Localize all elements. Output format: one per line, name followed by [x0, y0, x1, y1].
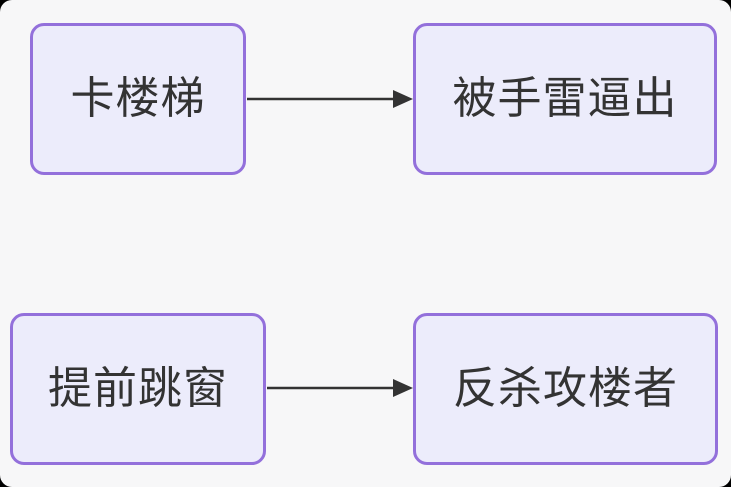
node-label: 卡楼梯 [70, 74, 206, 123]
node-tiqian-tiaochuang: 提前跳窗 [10, 313, 266, 465]
node-label: 反杀攻楼者 [453, 364, 678, 413]
node-label: 被手雷逼出 [452, 74, 678, 123]
edge-arrow-bottom [267, 379, 413, 397]
arrowhead-icon [393, 379, 413, 397]
node-ka-louti: 卡楼梯 [30, 23, 246, 175]
arrowhead-icon [393, 90, 413, 108]
edge-arrow-top [247, 90, 413, 108]
node-fansha-gonglouzhe: 反杀攻楼者 [413, 313, 718, 465]
node-label: 提前跳窗 [48, 364, 228, 413]
node-bei-shoulei-bichu: 被手雷逼出 [413, 23, 717, 175]
